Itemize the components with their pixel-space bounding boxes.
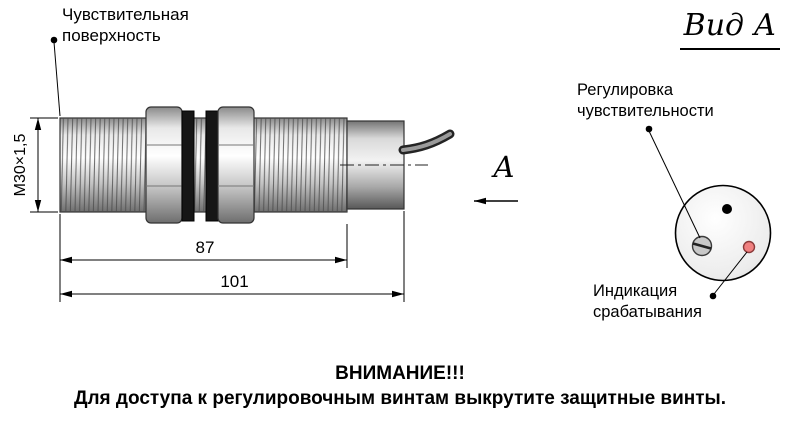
warning-message: Для доступа к регулировочным винтам выкр…	[73, 388, 727, 409]
thread-hatching	[60, 118, 347, 212]
dimension-annotations	[30, 36, 405, 302]
adjustment-leader	[645, 125, 701, 239]
lock-ring-front	[181, 110, 195, 222]
hex-nut-rear	[217, 106, 255, 224]
screw-hole-dot	[722, 204, 732, 214]
sensor-side-view	[59, 106, 455, 224]
sensor-rear-view	[645, 125, 772, 300]
indication-leader	[709, 251, 748, 300]
length-dimension-101	[60, 211, 405, 302]
leader-dot	[709, 292, 717, 300]
leader-dot	[645, 125, 653, 133]
sensitive-surface-leader	[50, 36, 61, 117]
led-indicator	[742, 240, 756, 254]
dimension-87-label: 87	[195, 238, 215, 257]
thread-dimension-label: M30×1,5	[12, 133, 29, 197]
view-a-title: Вид А	[680, 8, 780, 50]
length-dimension-87	[59, 214, 348, 302]
hex-nut-front	[145, 106, 183, 224]
warning-title: ВНИМАНИЕ!!!	[335, 363, 465, 384]
indication-label: Индикация срабатывания	[593, 282, 702, 322]
view-arrow-letter: А	[493, 150, 515, 184]
sensitivity-adjustment-label: Регулировка чувствительности	[577, 81, 714, 121]
dimension-101-label: 101	[220, 272, 249, 291]
adjustment-screw	[691, 235, 713, 257]
leader-dot	[50, 36, 58, 44]
thread-dimension	[30, 117, 58, 213]
cable	[398, 129, 455, 155]
lock-ring-rear	[205, 110, 219, 222]
rear-face-circle	[674, 184, 772, 282]
sensitive-surface-label: Чувствительная поверхность	[62, 5, 189, 45]
